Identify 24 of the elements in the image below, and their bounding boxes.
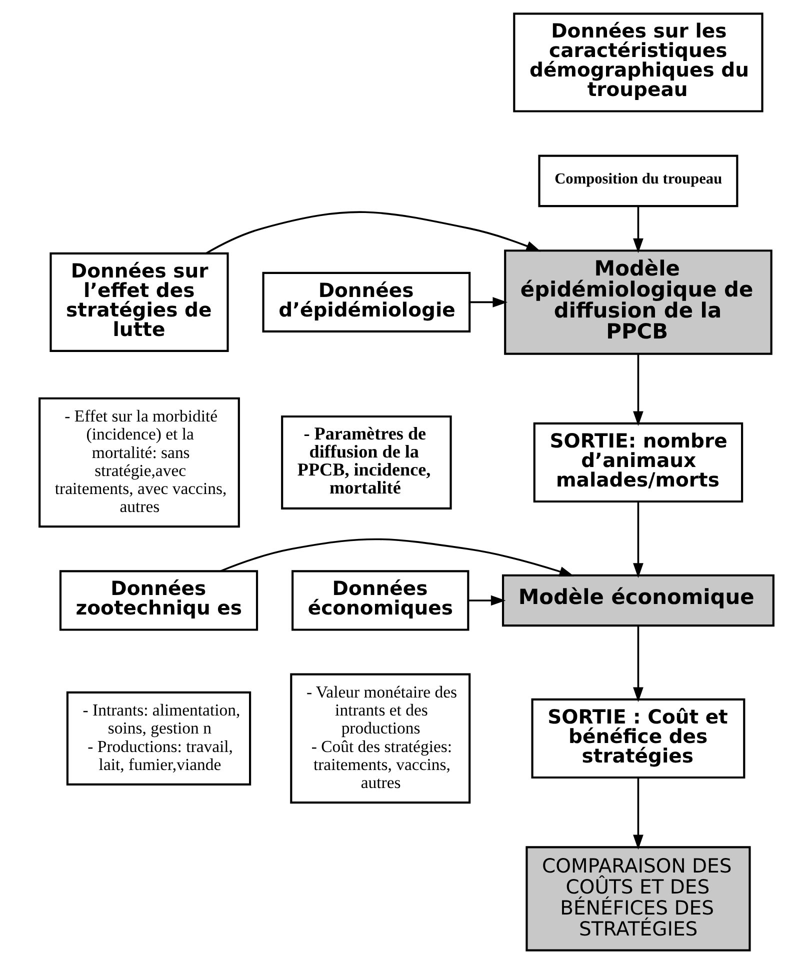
node-box: - Valeur monétaire des intrants et des productions - Coût des stratégies: traitements, vaccins, autres (290, 673, 470, 804)
node-box: COMPARAISON DES COÛTS ET DES BÉNÉFICES DES STRATÉGIES (525, 846, 750, 952)
node-box: Données sur les caractéristiques démographiques du troupeau (512, 12, 763, 112)
node-box: Données zootechniqu es (58, 570, 258, 631)
node-box: Modèle économique (501, 574, 774, 627)
arrow (205, 211, 540, 254)
node-box: - Paramètres de diffusion de la PPCB, incidence, mortalité (280, 415, 452, 510)
node-box: Données sur l’effet des stratégies de lutte (49, 252, 228, 352)
node-box: SORTIE: nombre d’animaux malades/morts (532, 422, 743, 503)
node-box: Modèle épidémiologique de diffusion de la PPCB (504, 250, 772, 355)
arrow (632, 502, 643, 578)
node-box: - Intrants: alimentation, soins, gestion n - Productions: travail, lait, fumier,viande (66, 691, 251, 786)
node-box: Données d’épidémiologie (262, 272, 470, 332)
node-box: SORTIE : Coût et bénéfice des stratégies (530, 698, 745, 779)
node-box: Composition du troupeau (538, 154, 738, 208)
node-box: - Effet sur la morbidité (incidence) et la mortalité: sans stratégie,avec traitements, avec vaccins, autres (38, 397, 240, 528)
arrow (469, 297, 508, 308)
arrow (632, 206, 643, 254)
node-box: Données économiques (291, 570, 469, 631)
arrow (632, 778, 643, 850)
arrow (468, 595, 506, 606)
arrow (219, 538, 574, 577)
arrow (632, 354, 643, 426)
arrow (632, 626, 643, 702)
